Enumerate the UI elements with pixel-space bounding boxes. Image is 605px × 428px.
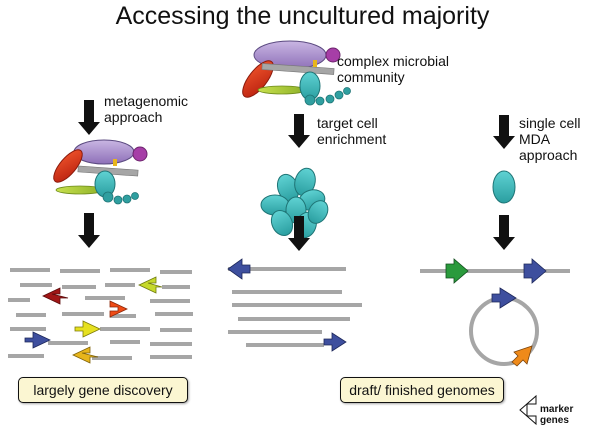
down-arrow-icon [493,115,515,149]
down-arrow-icon [78,213,100,248]
label-line: metagenomic [104,93,189,109]
label-line: complex microbial [337,53,450,69]
down-arrow-icon [288,114,310,148]
metagenomic-marker-genes [24,276,163,364]
community-illustration-top [242,40,351,106]
label-line: approach [519,147,578,163]
legend-arrow-icon [519,394,537,426]
right-arrow-icon [323,332,347,352]
diagonal-arrow-icon [511,345,533,367]
label-line: approach [104,109,163,125]
label-line: MDA [519,131,551,147]
label-complex-community: complex microbial community [337,53,449,85]
label-line: single cell [519,115,581,131]
genome-line [420,269,570,273]
right-arrow-icon [109,300,128,318]
down-arrow-icon [493,215,515,250]
label-line: target cell [317,115,378,131]
page-title: Accessing the uncultured majority [115,2,490,30]
label-target-cell-enrichment: target cell enrichment [317,115,386,147]
outcome-box-genomes: draft/ finished genomes [340,377,504,403]
left-arrow-icon [227,258,251,280]
label-line: community [337,69,405,85]
label-single-cell-mda: single cell MDA approach [519,115,580,163]
community-illustration-left [53,139,148,205]
label-line: enrichment [317,131,387,147]
metagenomic-reads [8,268,193,360]
label-metagenomic-approach: metagenomic approach [104,93,188,125]
left-arrow-icon [42,287,69,305]
right-arrow-icon [445,258,469,284]
enriched-cells-illustration [260,167,329,239]
enrichment-reads [228,267,362,347]
right-arrow-icon [491,287,517,309]
single-cell-illustration [492,170,516,204]
legend-label: marker genes [540,404,574,426]
left-arrow-icon [138,276,163,294]
down-arrow-icon [288,216,310,251]
left-arrow-icon [72,346,99,364]
right-arrow-icon [523,258,547,284]
right-arrow-icon [24,331,51,349]
outcome-box-gene-discovery: largely gene discovery [18,377,188,403]
right-arrow-icon [74,320,101,338]
process-arrows [78,100,515,251]
down-arrow-icon [78,100,100,135]
